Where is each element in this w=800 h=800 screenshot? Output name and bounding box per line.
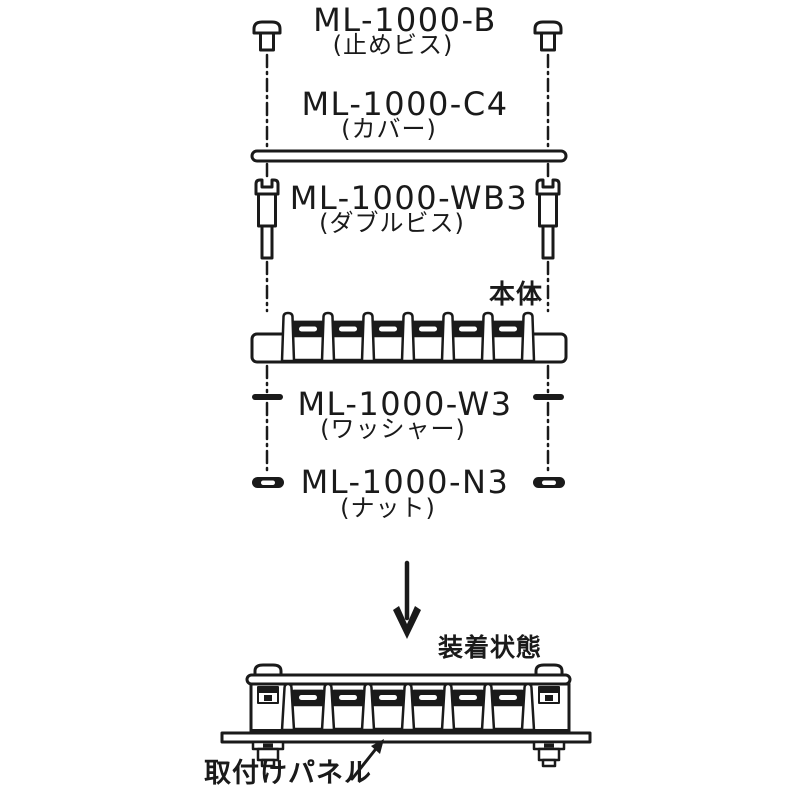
assembled-stop-screw-left xyxy=(253,663,283,677)
panel-fastener-right xyxy=(532,740,566,768)
part-code-cover: ML-1000-C4 xyxy=(301,85,509,123)
double-screw-right xyxy=(535,178,561,260)
barrier-dividers xyxy=(280,311,536,363)
terminal-section xyxy=(409,320,447,362)
part-code-double-screw: ML-1000-WB3 xyxy=(289,179,529,217)
mounting-panel xyxy=(220,731,592,744)
part-name-nut: (ナット) xyxy=(340,494,436,522)
panel-fastener-left xyxy=(251,740,285,768)
end-screw-detail-left xyxy=(257,686,279,704)
part-name-cover: (カバー) xyxy=(341,115,437,143)
assembled-barrier-dividers xyxy=(280,682,536,732)
double-screw-left xyxy=(254,178,280,260)
assembled-stop-screw-right xyxy=(534,663,564,677)
assembled-view xyxy=(220,663,592,781)
part-name-double-screw: (ダブルビス) xyxy=(319,209,465,237)
assembled-terminal-section xyxy=(449,689,487,731)
cover-bar xyxy=(250,149,568,163)
assembled-cover xyxy=(245,673,572,686)
assembled-state-annotation: 装着状態 xyxy=(437,633,543,662)
stop-screw-right xyxy=(533,20,563,52)
nut-left xyxy=(252,477,284,488)
terminal-section xyxy=(289,320,327,362)
body-annotation: 本体 xyxy=(488,280,544,310)
assembled-terminal-section xyxy=(489,689,527,731)
assembled-terminal-section xyxy=(289,689,327,731)
part-code-washer: ML-1000-W3 xyxy=(297,385,513,423)
washer-right xyxy=(533,394,564,400)
terminal-body xyxy=(250,311,568,364)
mounting-panel-annotation: 取付けパネル xyxy=(204,758,372,789)
part-name-stop-screw: (止めビス) xyxy=(332,31,454,59)
down-arrow-icon xyxy=(393,560,421,639)
terminal-section xyxy=(449,320,487,362)
assembled-terminal-section xyxy=(409,689,447,731)
part-code-nut: ML-1000-N3 xyxy=(300,463,510,501)
part-name-washer: (ワッシャー) xyxy=(320,415,466,443)
terminal-section xyxy=(369,320,407,362)
assembled-terminal-section xyxy=(369,689,407,731)
terminal-section xyxy=(329,320,367,362)
terminal-section xyxy=(489,320,527,362)
washer-left xyxy=(252,394,283,400)
panel-pointer-arrow-icon xyxy=(350,739,384,781)
nut-right xyxy=(533,477,565,488)
end-screw-detail-right xyxy=(538,686,560,704)
assembled-terminal-section xyxy=(329,689,367,731)
stop-screw-left xyxy=(252,20,282,52)
part-code-stop-screw: ML-1000-B xyxy=(313,1,497,39)
